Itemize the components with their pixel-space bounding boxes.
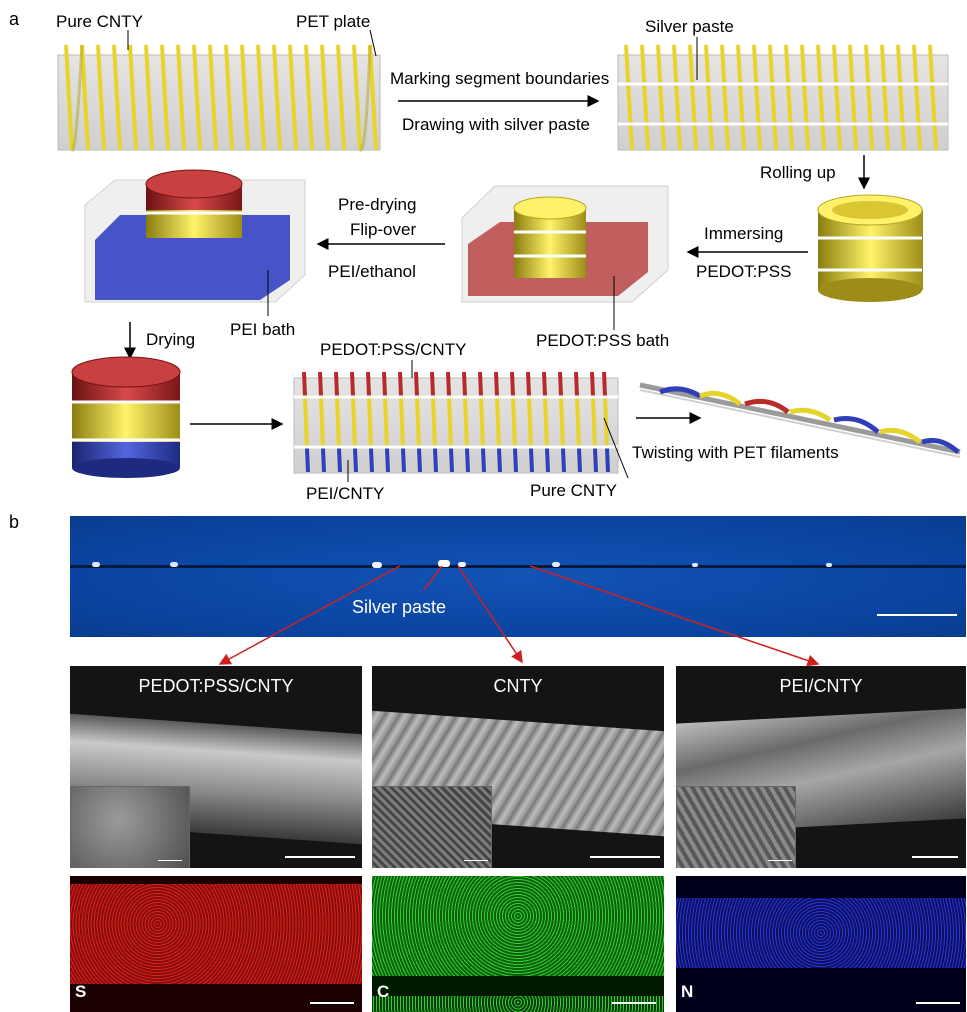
- scale-bar: [916, 1002, 960, 1004]
- label-pedot-pss-bath: PEDOT:PSS bath: [536, 331, 670, 350]
- label-immersing: Immersing: [704, 224, 784, 243]
- eds-signal: [372, 996, 664, 1012]
- sem-title: CNTY: [493, 676, 543, 696]
- silver-dot: [458, 562, 466, 567]
- label-pet-plate: PET plate: [296, 12, 371, 31]
- label-pure-cnty-2: Pure CNTY: [530, 481, 617, 500]
- scale-bar: [768, 860, 792, 861]
- scale-bar: [464, 860, 488, 861]
- label-rolling-up: Rolling up: [760, 163, 836, 182]
- label-pedot-pss: PEDOT:PSS: [696, 262, 792, 281]
- eds-map-carbon: C: [372, 876, 664, 1012]
- label-pedot-pss-cnty: PEDOT:PSS/CNTY: [320, 340, 467, 359]
- scale-bar: [158, 860, 182, 861]
- sem-image-cnty: CNTY: [372, 666, 664, 868]
- eds-signal: [676, 898, 966, 968]
- optical-image: [70, 516, 966, 637]
- pet-plate-winding-2: [617, 37, 949, 151]
- label-flip-over: Flip-over: [350, 220, 417, 239]
- sem-inset: [676, 786, 796, 868]
- label-pei-cnty: PEI/CNTY: [306, 484, 385, 503]
- silver-dot: [552, 562, 560, 567]
- panel-label-b: b: [9, 512, 20, 532]
- sem-inset: [70, 786, 190, 868]
- pedot-pss-bath: [461, 185, 669, 330]
- element-label: N: [681, 982, 694, 1001]
- schematic-panel-a: [57, 29, 961, 482]
- pet-plate-winding-1: [57, 29, 381, 152]
- scale-bar: [877, 614, 957, 616]
- label-pure-cnty: Pure CNTY: [56, 12, 143, 31]
- sem-title: PEDOT:PSS/CNTY: [138, 676, 294, 696]
- pei-bath: [84, 169, 306, 316]
- element-label: S: [75, 982, 87, 1001]
- eds-map-sulfur: S: [70, 876, 362, 1012]
- label-pre-drying: Pre-drying: [338, 195, 417, 214]
- silver-dot: [92, 562, 100, 567]
- label-silver-paste-optical: Silver paste: [352, 597, 447, 617]
- twisted-yarn: [639, 382, 961, 458]
- label-silver-paste: Silver paste: [645, 17, 734, 36]
- label-marking-boundaries: Marking segment boundaries: [390, 69, 610, 88]
- silver-dot: [170, 562, 178, 567]
- label-pei-ethanol: PEI/ethanol: [328, 262, 416, 281]
- scale-bar: [612, 1002, 656, 1004]
- scale-bar: [310, 1002, 354, 1004]
- scale-bar: [285, 856, 355, 858]
- label-twisting: Twisting with PET filaments: [632, 443, 839, 462]
- rolled-cylinder: [817, 194, 923, 302]
- sem-image-pedot: PEDOT:PSS/CNTY: [70, 666, 362, 868]
- scale-bar: [912, 856, 958, 858]
- silver-dot: [826, 563, 832, 567]
- label-drying: Drying: [146, 330, 196, 349]
- panel-label-a: a: [9, 9, 20, 29]
- silver-dot: [372, 562, 382, 568]
- sem-title: PEI/CNTY: [779, 676, 863, 696]
- sem-image-pei: PEI/CNTY: [676, 666, 966, 868]
- silver-dot: [438, 560, 450, 567]
- element-label: C: [377, 982, 390, 1001]
- eds-signal: [70, 884, 362, 984]
- scale-bar: [590, 856, 660, 858]
- label-pei-bath: PEI bath: [230, 320, 296, 339]
- segmented-yarn-plate: [293, 360, 629, 482]
- sem-inset: [372, 786, 492, 868]
- eds-signal: [372, 876, 664, 976]
- eds-map-nitrogen: N: [676, 876, 966, 1012]
- silver-dot: [692, 563, 698, 567]
- label-drawing-silver-paste: Drawing with silver paste: [402, 115, 591, 134]
- three-segment-cylinder: [71, 356, 181, 478]
